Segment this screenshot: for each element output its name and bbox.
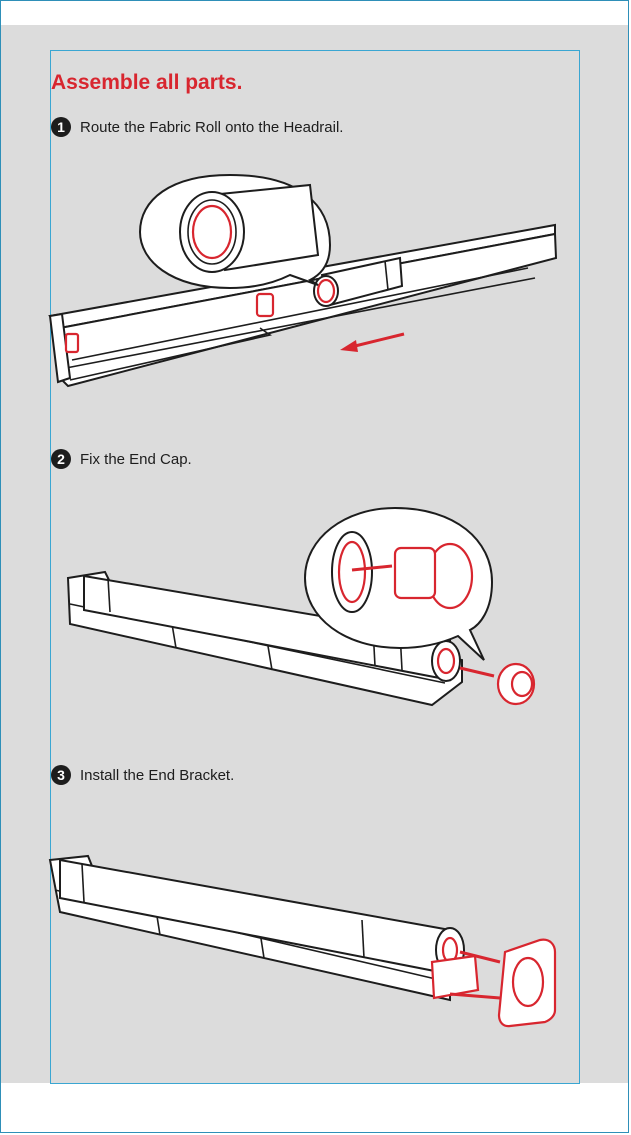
step-2-text: Fix the End Cap. xyxy=(80,451,192,468)
step-3-number: 3 xyxy=(51,765,71,785)
step-1: 1 Route the Fabric Roll onto the Headrai… xyxy=(51,117,343,137)
step-2-number: 2 xyxy=(51,449,71,469)
page-title: Assemble all parts. xyxy=(51,71,242,95)
step-2-illustration xyxy=(0,500,631,720)
step-3: 3 Install the End Bracket. xyxy=(51,765,234,785)
step-1-text: Route the Fabric Roll onto the Headrail. xyxy=(80,119,343,136)
step-1-number: 1 xyxy=(51,117,71,137)
step-3-text: Install the End Bracket. xyxy=(80,767,234,784)
step-1-illustration xyxy=(0,160,631,410)
step-2: 2 Fix the End Cap. xyxy=(51,449,192,469)
step-3-illustration xyxy=(0,840,631,1040)
